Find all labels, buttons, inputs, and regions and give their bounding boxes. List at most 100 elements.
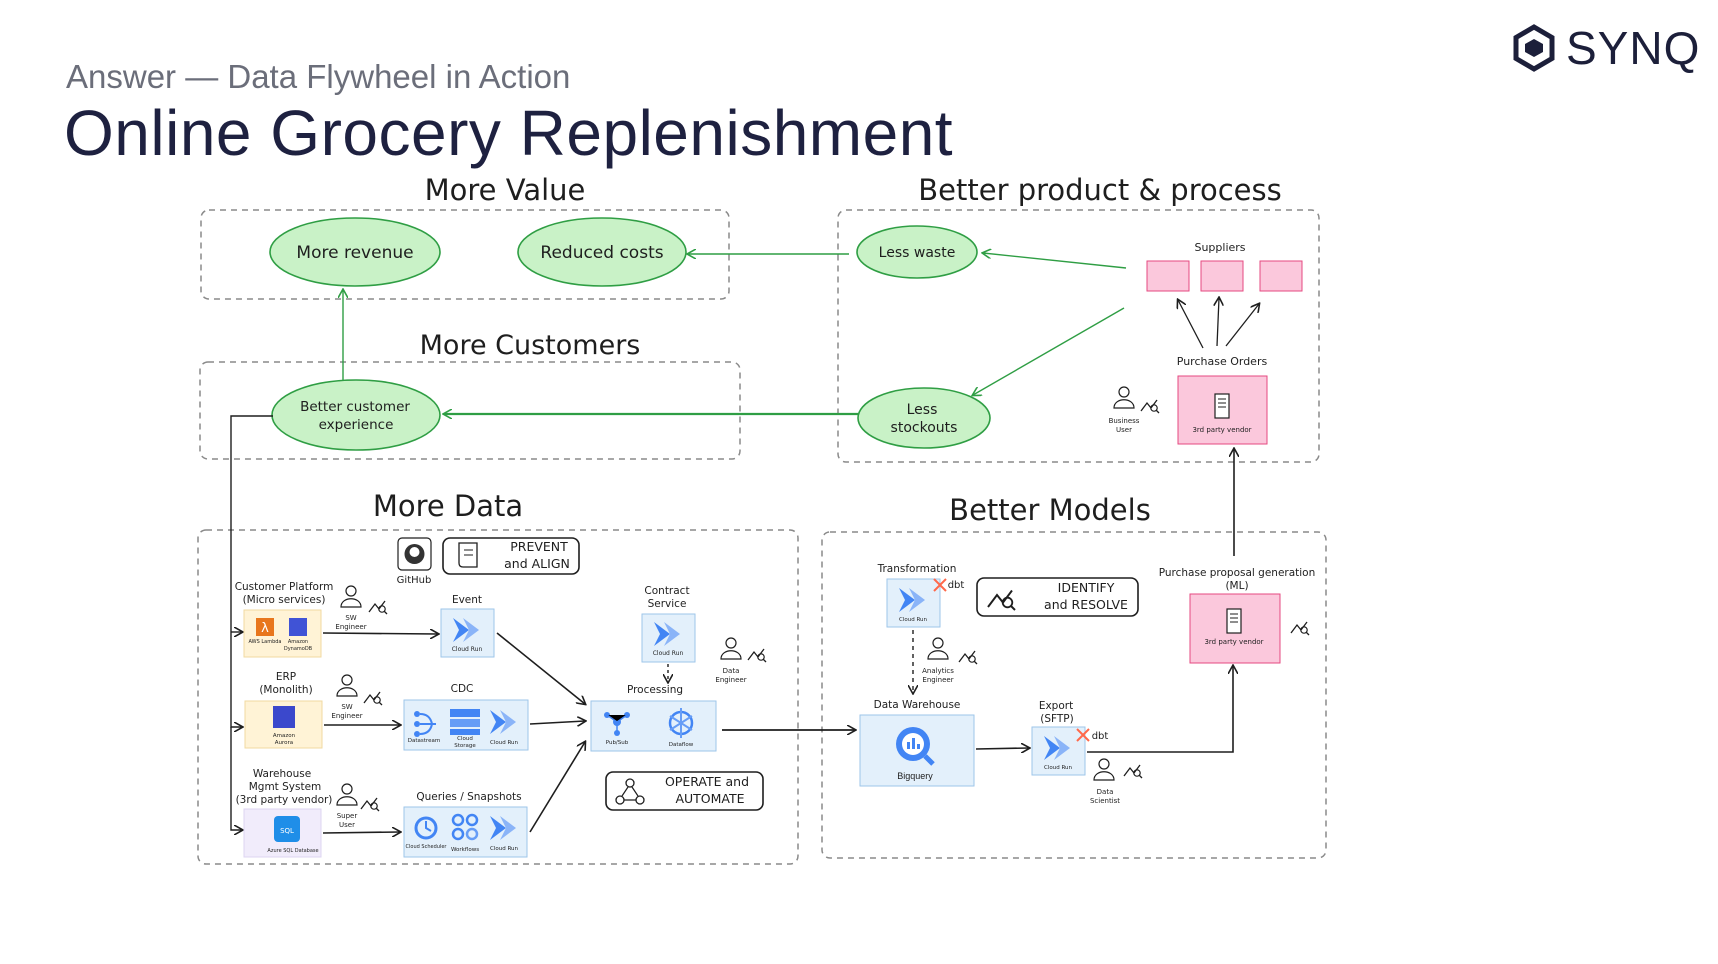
lambda-icon xyxy=(256,618,274,636)
arrow-to-erp xyxy=(230,632,242,727)
export-cloud-run-label: Cloud Run xyxy=(1044,765,1073,771)
business-user-label-1: Business xyxy=(1109,417,1140,425)
cdc-label: CDC xyxy=(451,683,474,695)
aurora-label-1: Amazon xyxy=(273,733,296,739)
queries-label: Queries / Snapshots xyxy=(416,791,521,803)
server-icon xyxy=(1214,393,1230,419)
ppg-label-1: Purchase proposal generation xyxy=(1159,567,1316,579)
supplier-box xyxy=(1200,260,1244,292)
arrow-po-to-supplier xyxy=(1178,300,1204,349)
section-better-models-title: Better Models xyxy=(949,493,1151,527)
analytics-engineer-label-1: Analytics xyxy=(922,667,954,675)
monitor-icon xyxy=(360,797,380,812)
dataflow-icon xyxy=(668,708,694,738)
wms-label-1: Warehouse xyxy=(253,768,311,780)
pubsub-label: Pub/Sub xyxy=(606,740,629,746)
contract-cloud-run-label: Cloud Run xyxy=(653,650,684,657)
better-product-box xyxy=(837,209,1320,463)
customer-platform-label-2: (Micro services) xyxy=(243,594,326,606)
sql-icon: SQL xyxy=(274,816,300,842)
customer-platform-label-1: Customer Platform xyxy=(235,581,334,593)
more-revenue-ellipse xyxy=(269,217,441,287)
arrow-cdc-to-processing xyxy=(529,721,585,724)
monitor-icon xyxy=(747,648,767,663)
cloud-storage-label-2: Storage xyxy=(454,743,476,749)
dynamodb-icon xyxy=(289,618,307,636)
event-label: Event xyxy=(452,594,482,606)
dynamodb-label-1: Amazon xyxy=(288,639,308,645)
data-scientist-label-1: Data xyxy=(1097,788,1114,796)
supplier-box xyxy=(1259,260,1303,292)
arrow-warehouse-to-export xyxy=(975,748,1029,749)
export-label-1: Export xyxy=(1039,700,1073,712)
monitor-icon xyxy=(1140,399,1160,414)
identify-label-1: IDENTIFY xyxy=(1058,580,1115,595)
better-cx-label-1: Better customer xyxy=(300,399,410,415)
better-cx-ellipse xyxy=(271,379,441,451)
processing-box xyxy=(590,700,717,752)
ppg-label-2: (ML) xyxy=(1225,580,1248,592)
prevent-label-1: PREVENT xyxy=(510,539,568,554)
suppliers-label: Suppliers xyxy=(1194,241,1245,254)
arrow-event-to-processing xyxy=(496,632,585,704)
more-value-box xyxy=(200,209,730,300)
datastream-label: Datastream xyxy=(408,738,440,744)
reduced-costs-label: Reduced costs xyxy=(540,243,663,263)
erp-label-2: (Monolith) xyxy=(259,684,312,696)
cloud-scheduler-label: Cloud Scheduler xyxy=(406,844,448,850)
less-stockouts-ellipse xyxy=(857,387,991,449)
pubsub-icon xyxy=(604,712,630,736)
section-more-customers-title: More Customers xyxy=(420,330,641,361)
slide-subtitle: Answer — Data Flywheel in Action xyxy=(66,58,571,95)
person-icon xyxy=(720,637,742,660)
sw-engineer-label-1: SW xyxy=(341,703,352,711)
super-user-label-1: Super xyxy=(337,812,358,820)
wms-label-2: Mgmt System xyxy=(249,781,322,793)
monitor-icon xyxy=(368,600,388,615)
more-data-box xyxy=(197,529,799,865)
transformation-label: Transformation xyxy=(877,563,957,575)
dynamodb-label-2: DynamoDB xyxy=(284,646,313,652)
data-scientist-label-2: Scientist xyxy=(1090,797,1120,805)
export-dbt-label: dbt xyxy=(1092,731,1109,742)
person-icon xyxy=(336,783,358,806)
workflows-label: Workflows xyxy=(451,847,479,853)
processing-label: Processing xyxy=(627,684,683,696)
section-better-product-title: Better product & process xyxy=(918,173,1282,207)
arrow-queries-to-processing xyxy=(529,742,585,833)
svg-text:λ: λ xyxy=(261,621,269,636)
identify-resolve-box xyxy=(976,577,1139,617)
person-icon xyxy=(1093,758,1115,781)
monitor-icon xyxy=(1123,764,1143,779)
operate-automate-box xyxy=(605,771,764,811)
arrow-po-to-supplier xyxy=(1217,298,1219,347)
super-user-label-2: User xyxy=(339,821,355,829)
less-waste-label: Less waste xyxy=(879,245,956,261)
arrow-to-wms xyxy=(230,727,242,830)
export-label-2: (SFTP) xyxy=(1040,713,1073,725)
arrow-platform-to-event xyxy=(322,633,438,634)
supplier-box xyxy=(1146,260,1190,292)
monitor-icon xyxy=(958,650,978,665)
dataflow-label: Dataflow xyxy=(669,742,694,748)
sw-engineer-label-1: SW xyxy=(345,614,356,622)
operate-label-1: OPERATE and xyxy=(665,774,749,789)
data-engineer-label-2: Engineer xyxy=(715,676,746,684)
more-revenue-label: More revenue xyxy=(296,243,413,263)
contract-label-2: Service xyxy=(648,598,687,610)
less-stockouts-label-2: stockouts xyxy=(891,420,958,436)
slide-title: Online Grocery Replenishment xyxy=(64,97,954,169)
github-label: GitHub xyxy=(397,575,432,586)
arrow-wms-to-queries xyxy=(322,832,400,833)
analytics-engineer-label-2: Engineer xyxy=(922,676,953,684)
bigquery-icon xyxy=(896,727,935,766)
loop-line xyxy=(230,415,273,632)
erp-label-1: ERP xyxy=(276,671,296,683)
dbt-icon xyxy=(933,578,947,592)
less-waste-ellipse xyxy=(856,225,978,279)
svg-text:SQL: SQL xyxy=(280,827,294,835)
dbt-icon xyxy=(1076,728,1090,742)
ppg-vendor-label: 3rd party vendor xyxy=(1204,638,1263,646)
arrow-po-to-supplier xyxy=(1225,304,1259,347)
sw-engineer-label-2: Engineer xyxy=(335,623,366,631)
